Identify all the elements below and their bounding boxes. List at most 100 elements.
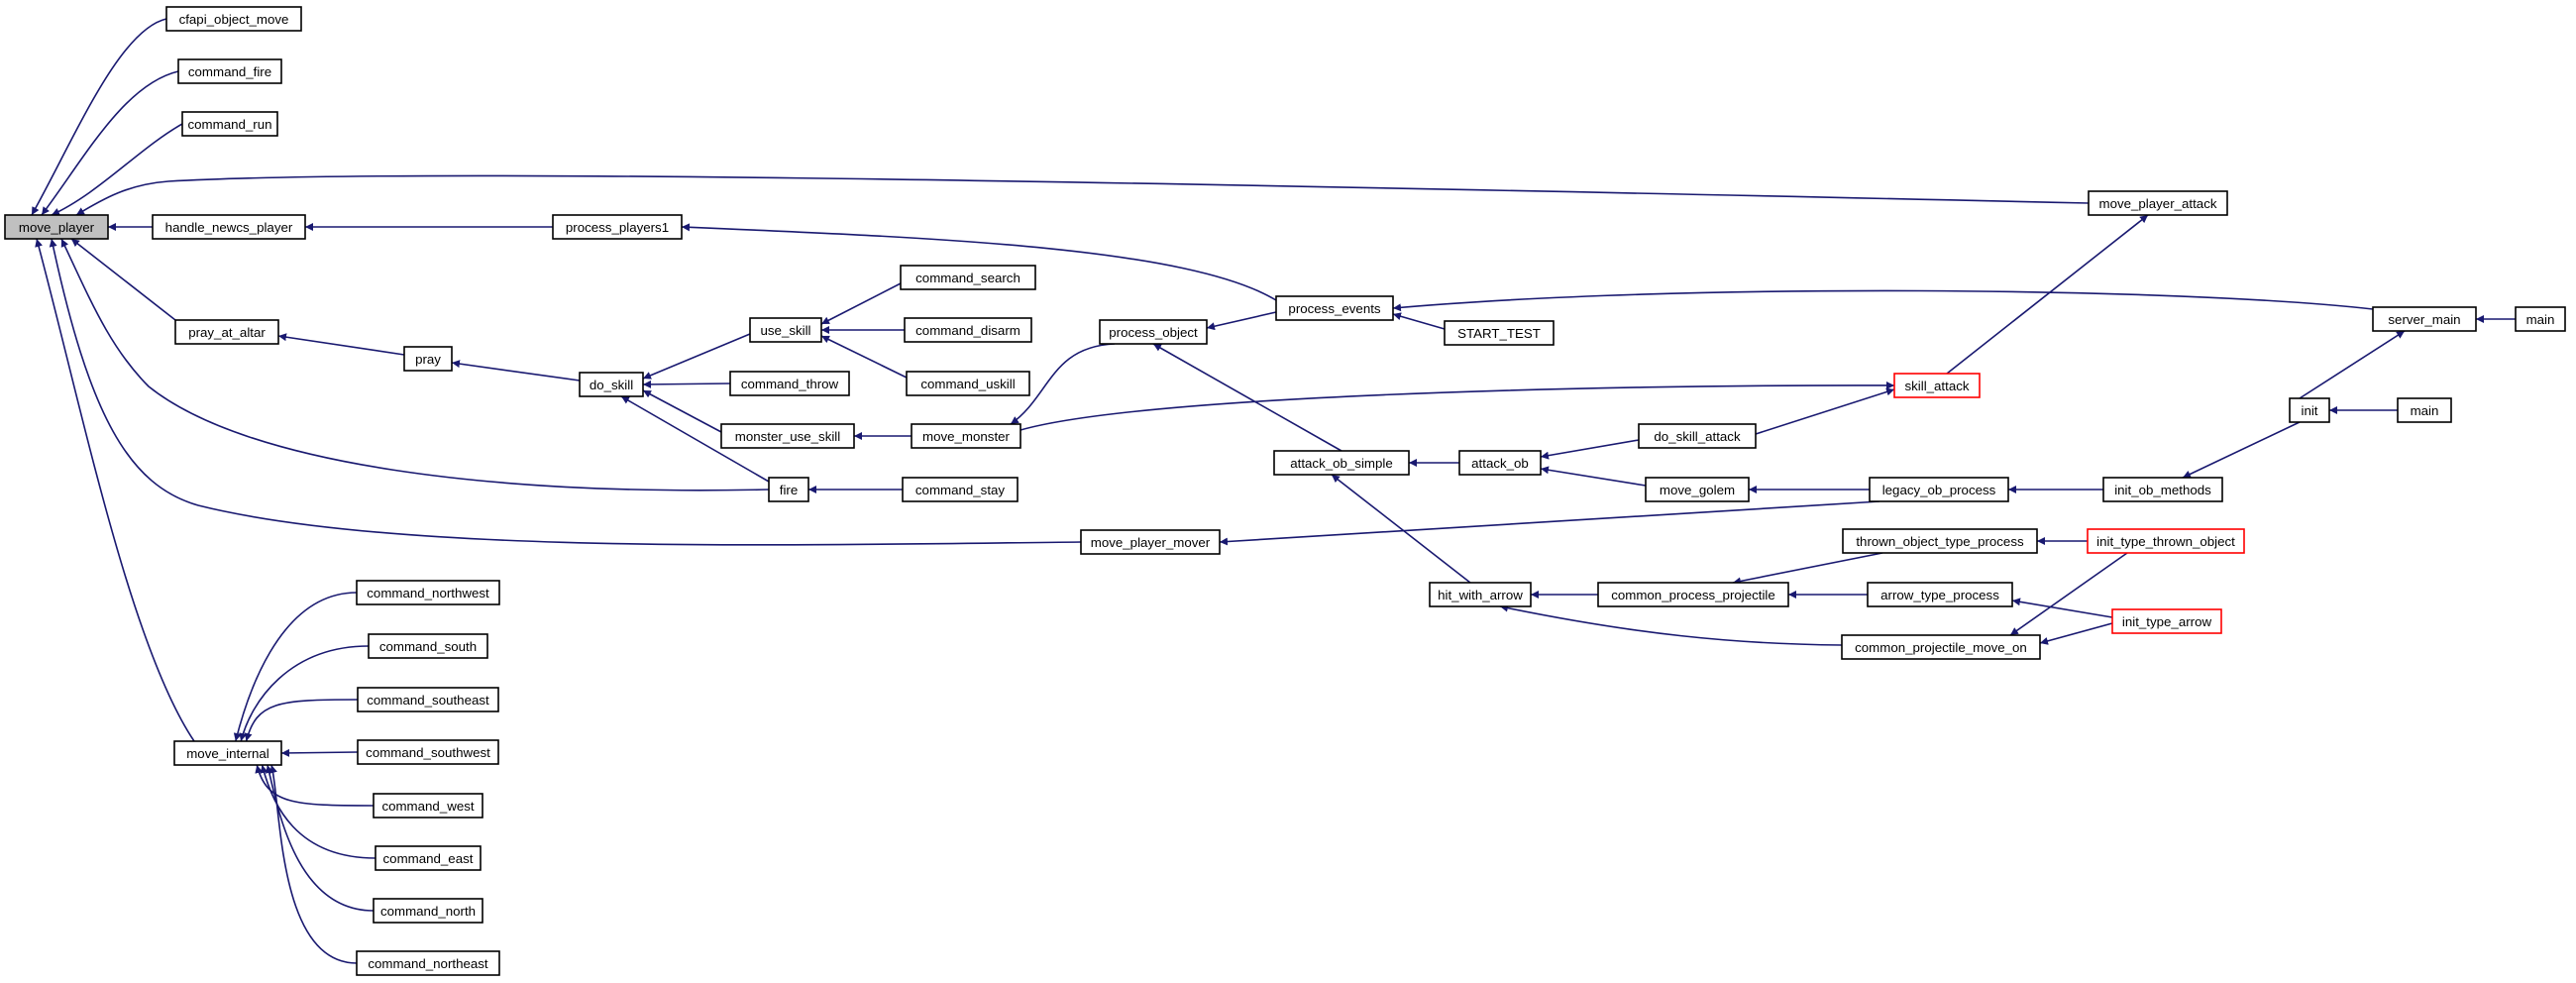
- node-box[interactable]: [2372, 306, 2477, 332]
- node-box[interactable]: [375, 845, 482, 871]
- node-box[interactable]: [1841, 634, 2041, 660]
- node-box[interactable]: [1869, 477, 2009, 502]
- node-command-east[interactable]: command_east: [375, 845, 482, 871]
- node-box[interactable]: [2111, 608, 2222, 634]
- node-attack-ob[interactable]: attack_ob: [1458, 450, 1542, 476]
- node-box[interactable]: [1275, 295, 1394, 321]
- node-box[interactable]: [1458, 450, 1542, 476]
- node-attack-ob-simple[interactable]: attack_ob_simple: [1273, 450, 1410, 476]
- node-box[interactable]: [2397, 397, 2452, 423]
- node-box[interactable]: [1080, 529, 1221, 555]
- node-box[interactable]: [1867, 582, 2013, 607]
- node-monster-use-skill[interactable]: monster_use_skill: [720, 423, 855, 449]
- node-box[interactable]: [2087, 528, 2245, 554]
- node-box[interactable]: [2088, 190, 2228, 216]
- node-START-TEST[interactable]: START_TEST: [1444, 320, 1555, 346]
- node-box[interactable]: [403, 346, 453, 372]
- node-fire[interactable]: fire: [768, 477, 809, 502]
- node-do-skill-attack[interactable]: do_skill_attack: [1638, 423, 1757, 449]
- node-legacy-ob-process[interactable]: legacy_ob_process: [1869, 477, 2009, 502]
- node-command-run[interactable]: command_run: [181, 111, 278, 137]
- node-command-uskill[interactable]: command_uskill: [906, 371, 1030, 396]
- node-cfapi-object-move[interactable]: cfapi_object_move: [165, 6, 302, 32]
- node-command-south[interactable]: command_south: [368, 633, 488, 659]
- node-box[interactable]: [729, 371, 850, 396]
- node-box[interactable]: [173, 740, 282, 766]
- node-move-player-mover[interactable]: move_player_mover: [1080, 529, 1221, 555]
- node-box[interactable]: [904, 317, 1032, 343]
- node-box[interactable]: [357, 739, 499, 765]
- node-box[interactable]: [152, 214, 306, 240]
- node-pray-at-altar[interactable]: pray_at_altar: [174, 319, 279, 345]
- node-command-disarm[interactable]: command_disarm: [904, 317, 1032, 343]
- node-box[interactable]: [1273, 450, 1410, 476]
- node-command-southwest[interactable]: command_southwest: [357, 739, 499, 765]
- node-box[interactable]: [356, 950, 500, 976]
- node-command-fire[interactable]: command_fire: [177, 58, 282, 84]
- node-command-northeast[interactable]: command_northeast: [356, 950, 500, 976]
- node-arrow-type-process[interactable]: arrow_type_process: [1867, 582, 2013, 607]
- node-command-northwest[interactable]: command_northwest: [356, 580, 500, 605]
- node-box[interactable]: [1099, 319, 1208, 345]
- node-box[interactable]: [720, 423, 855, 449]
- node-pray[interactable]: pray: [403, 346, 453, 372]
- node-box[interactable]: [373, 793, 483, 819]
- node-use-skill[interactable]: use_skill: [749, 317, 822, 343]
- node-box[interactable]: [181, 111, 278, 137]
- node-thrown-object-type-process[interactable]: thrown_object_type_process: [1842, 528, 2038, 554]
- node-box[interactable]: [1638, 423, 1757, 449]
- node-skill-attack[interactable]: skill_attack: [1893, 373, 1981, 398]
- node-common-process-projectile[interactable]: common_process_projectile: [1597, 582, 1789, 607]
- node-move-golem[interactable]: move_golem: [1645, 477, 1750, 502]
- node-box[interactable]: [911, 423, 1021, 449]
- node-common-projectile-move-on[interactable]: common_projectile_move_on: [1841, 634, 2041, 660]
- node-move-internal[interactable]: move_internal: [173, 740, 282, 766]
- node-box[interactable]: [2102, 477, 2223, 502]
- node-box[interactable]: [749, 317, 822, 343]
- node-process-events[interactable]: process_events: [1275, 295, 1394, 321]
- node-init-ob-methods[interactable]: init_ob_methods: [2102, 477, 2223, 502]
- node-box[interactable]: [902, 477, 1019, 502]
- node-command-stay[interactable]: command_stay: [902, 477, 1019, 502]
- node-init-type-arrow[interactable]: init_type_arrow: [2111, 608, 2222, 634]
- node-handle-newcs-player[interactable]: handle_newcs_player: [152, 214, 306, 240]
- node-command-west[interactable]: command_west: [373, 793, 483, 819]
- node-box[interactable]: [174, 319, 279, 345]
- node-main-2[interactable]: main: [2397, 397, 2452, 423]
- node-box[interactable]: [177, 58, 282, 84]
- node-move-player[interactable]: move_player: [4, 214, 109, 240]
- node-box[interactable]: [1645, 477, 1750, 502]
- node-box[interactable]: [900, 265, 1036, 290]
- node-box[interactable]: [768, 477, 809, 502]
- node-command-search[interactable]: command_search: [900, 265, 1036, 290]
- node-command-southeast[interactable]: command_southeast: [357, 687, 499, 712]
- node-box[interactable]: [2515, 306, 2566, 332]
- node-move-player-attack[interactable]: move_player_attack: [2088, 190, 2228, 216]
- node-do-skill[interactable]: do_skill: [579, 372, 644, 397]
- node-server-main[interactable]: server_main: [2372, 306, 2477, 332]
- node-box[interactable]: [1842, 528, 2038, 554]
- node-hit-with-arrow[interactable]: hit_with_arrow: [1429, 582, 1532, 607]
- node-command-throw[interactable]: command_throw: [729, 371, 850, 396]
- node-process-players1[interactable]: process_players1: [552, 214, 683, 240]
- node-box[interactable]: [4, 214, 109, 240]
- node-move-monster[interactable]: move_monster: [911, 423, 1021, 449]
- node-box[interactable]: [368, 633, 488, 659]
- node-box[interactable]: [1429, 582, 1532, 607]
- node-process-object[interactable]: process_object: [1099, 319, 1208, 345]
- node-box[interactable]: [579, 372, 644, 397]
- node-box[interactable]: [552, 214, 683, 240]
- node-init[interactable]: init: [2289, 397, 2330, 423]
- node-command-north[interactable]: command_north: [373, 898, 483, 924]
- node-box[interactable]: [1597, 582, 1789, 607]
- node-main-1[interactable]: main: [2515, 306, 2566, 332]
- node-box[interactable]: [356, 580, 500, 605]
- node-init-type-thrown-object[interactable]: init_type_thrown_object: [2087, 528, 2245, 554]
- node-box[interactable]: [906, 371, 1030, 396]
- node-box[interactable]: [1444, 320, 1555, 346]
- node-box[interactable]: [2289, 397, 2330, 423]
- node-box[interactable]: [165, 6, 302, 32]
- node-box[interactable]: [373, 898, 483, 924]
- node-box[interactable]: [357, 687, 499, 712]
- node-box[interactable]: [1893, 373, 1981, 398]
